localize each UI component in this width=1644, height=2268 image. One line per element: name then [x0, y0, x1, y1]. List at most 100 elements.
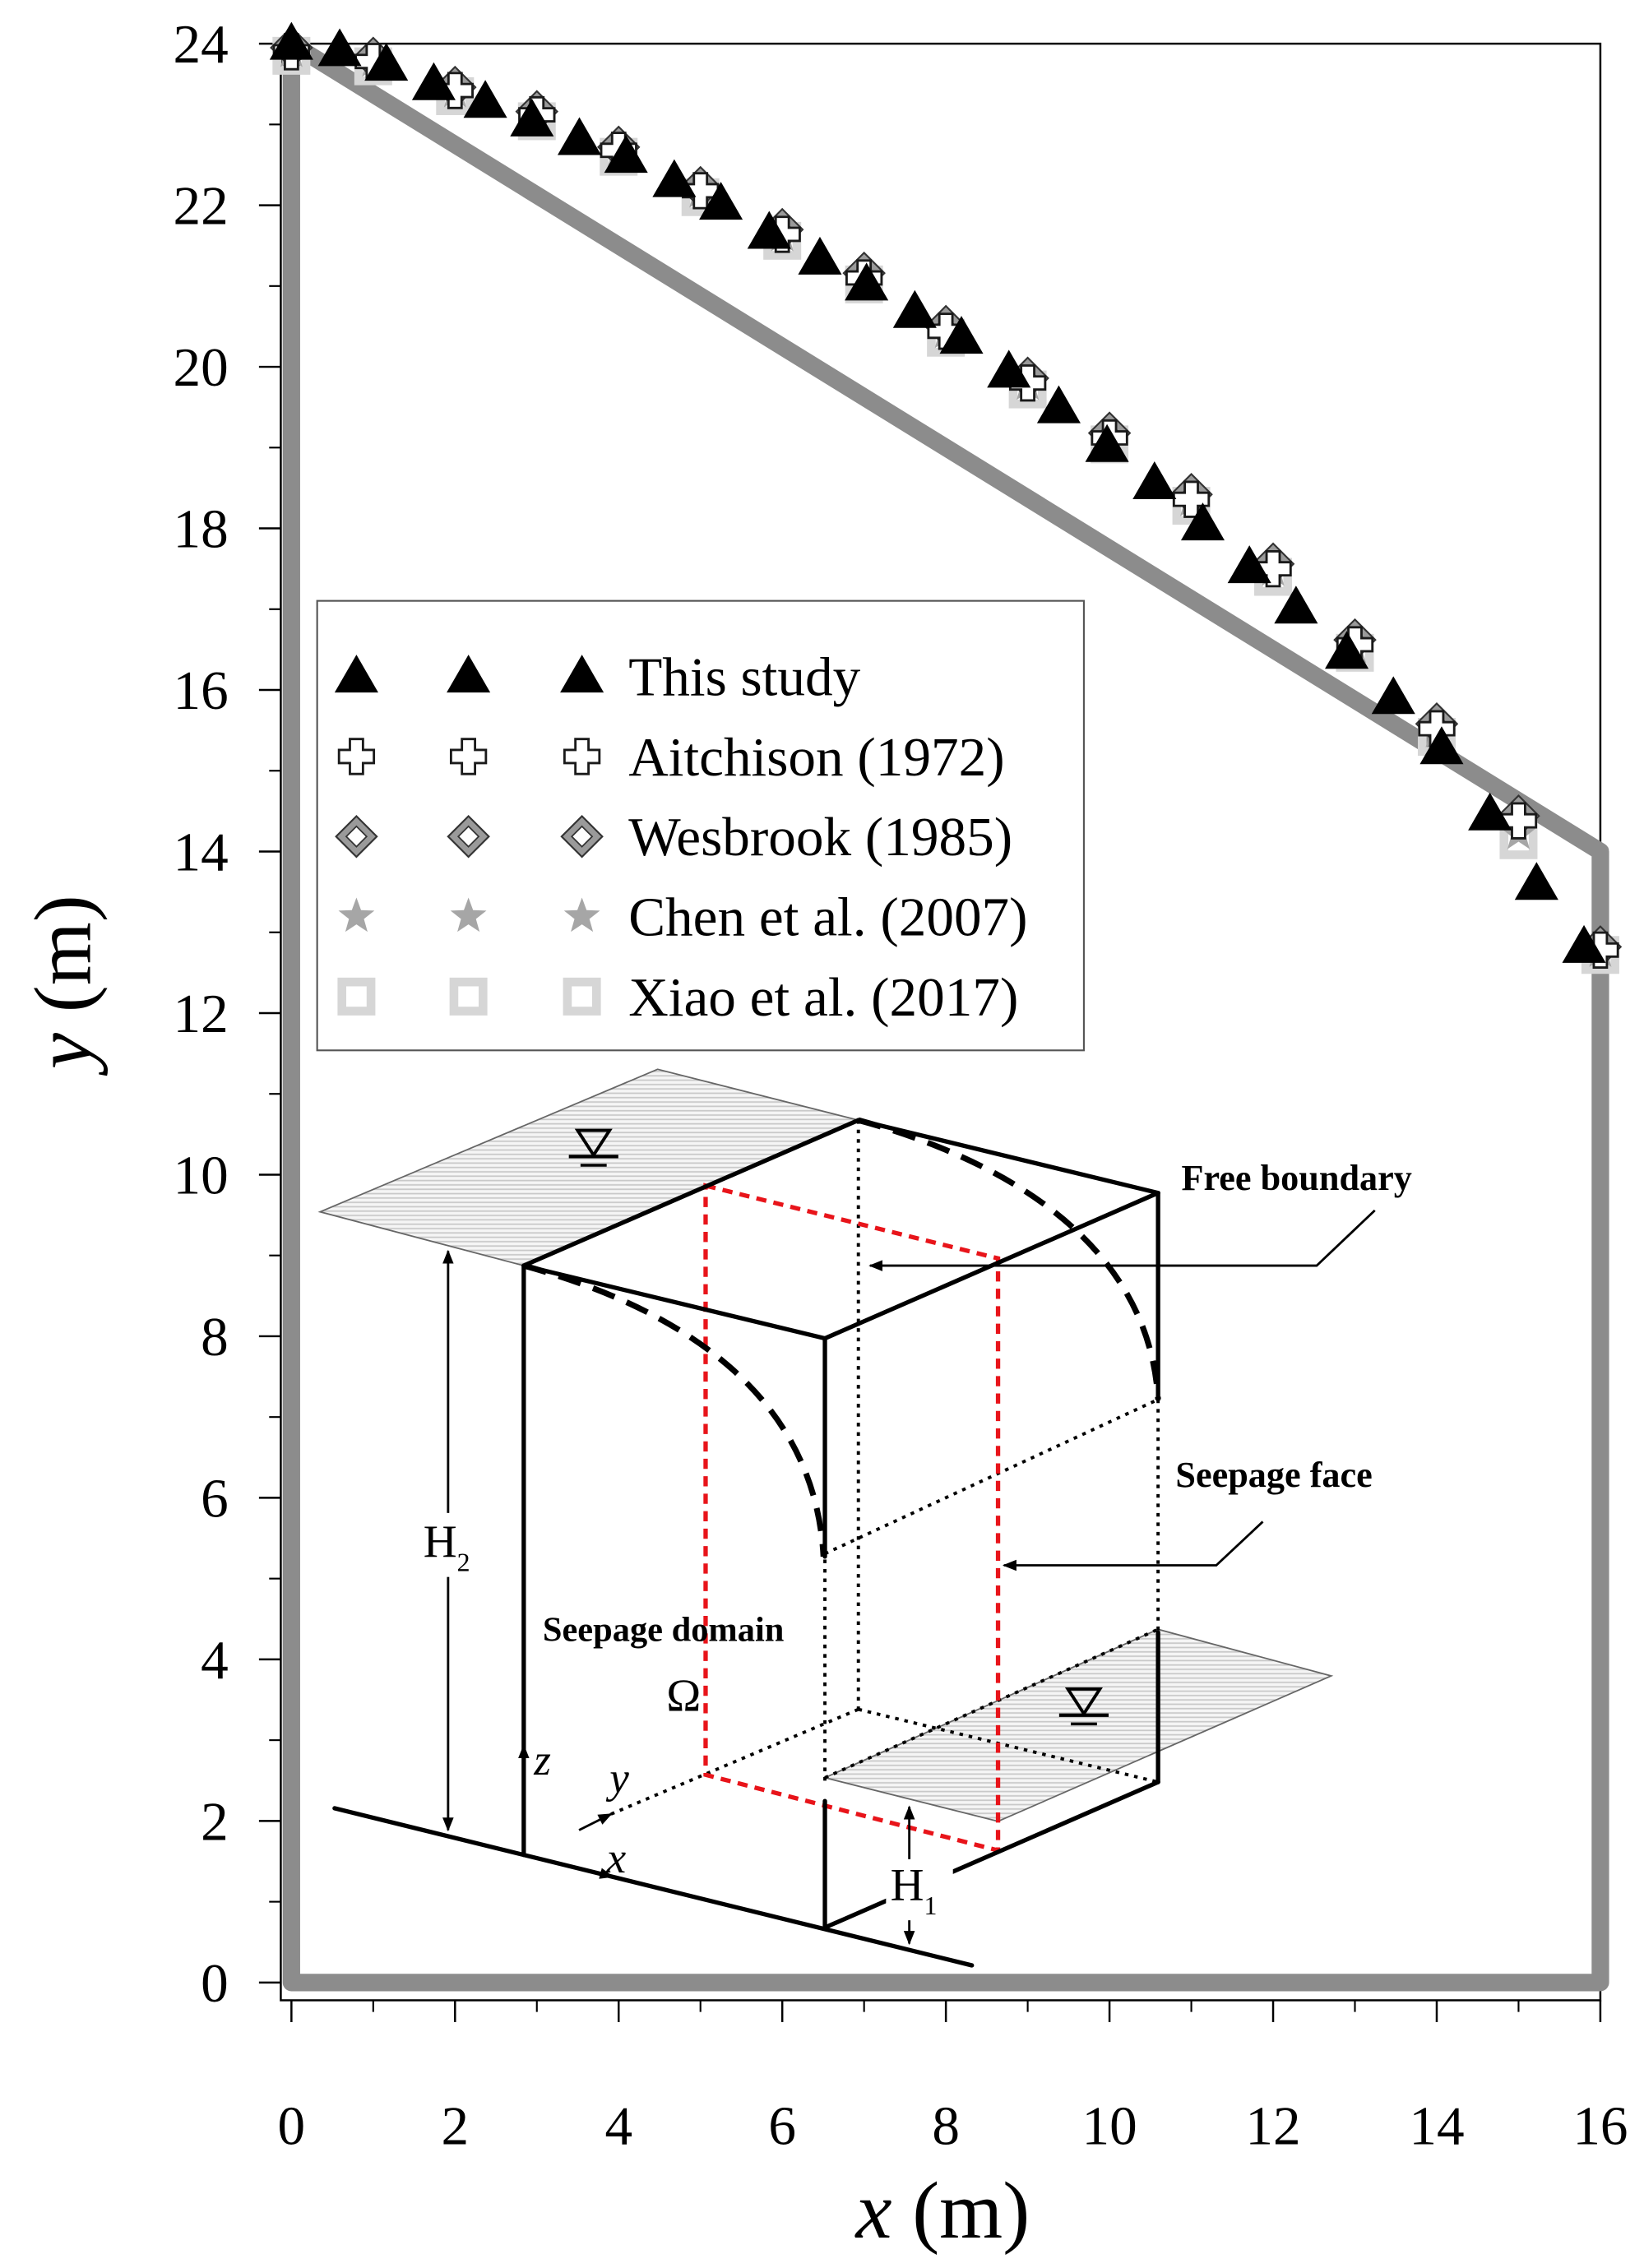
square-marker-shape — [449, 977, 488, 1016]
data-point — [463, 80, 507, 118]
triangle-marker-shape — [334, 655, 378, 693]
triangle-marker-shape — [1036, 385, 1081, 424]
y-tick-label: 6 — [201, 1467, 229, 1529]
x-axis-arrow — [578, 1867, 614, 1879]
triangle-marker-shape — [939, 316, 984, 354]
legend-marker — [560, 655, 604, 693]
data-point — [652, 159, 697, 197]
ground-line — [332, 1806, 975, 1968]
triangle-marker-shape — [510, 98, 554, 137]
h2-subscript: 2 — [457, 1548, 470, 1577]
water-level-icon — [1058, 1687, 1109, 1726]
triangle-marker-shape — [1132, 461, 1177, 499]
star-marker-shape — [450, 897, 487, 933]
z-axis-letter: z — [533, 1737, 551, 1784]
y-tick-label: 4 — [201, 1629, 229, 1691]
triangle-marker-shape — [1371, 676, 1415, 715]
x-tick-label: 0 — [278, 2095, 306, 2157]
triangle-marker-shape — [1325, 631, 1369, 669]
y-axis-symbol: y — [19, 1032, 109, 1076]
legend-marker — [449, 738, 488, 775]
triangle-marker-shape — [892, 289, 937, 328]
triangle-marker-shape — [269, 21, 313, 60]
data-point — [1468, 792, 1512, 831]
legend: This study Aitchison (1972) Wesbrook (19… — [316, 599, 1085, 1052]
data-point — [939, 316, 984, 354]
data-markers — [269, 21, 1623, 974]
x-tick-label: 2 — [441, 2095, 469, 2157]
h1-subscript: 1 — [924, 1891, 938, 1920]
triangle-marker-shape — [447, 655, 491, 693]
h2-label: H2 — [424, 1516, 470, 1577]
x-tick-label: 10 — [1081, 2095, 1137, 2157]
legend-marker — [450, 897, 487, 933]
y-axis-arrow — [578, 1812, 613, 1831]
legend-marker — [563, 738, 601, 775]
y-tick-label: 8 — [201, 1306, 229, 1368]
x-axis-label: x(m) — [854, 2166, 1030, 2256]
square-marker-shape — [563, 977, 601, 1016]
data-point — [510, 98, 554, 137]
legend-label: Chen et al. (2007) — [628, 886, 1027, 948]
legend-label: Xiao et al. (2017) — [628, 966, 1018, 1028]
y-tick-label: 16 — [174, 660, 229, 721]
cross-marker-shape — [563, 738, 601, 775]
triangle-marker-shape — [463, 80, 507, 118]
data-point — [845, 262, 889, 301]
free-boundary-label: Free boundary — [1181, 1158, 1411, 1198]
y-axis-letter: y — [605, 1754, 629, 1802]
diamond-marker-inner — [456, 825, 480, 848]
triangle-marker-shape — [1419, 726, 1464, 765]
y-tick-label: 12 — [174, 983, 229, 1044]
data-point — [987, 349, 1031, 388]
triangle-marker-shape — [1468, 792, 1512, 831]
x-tick-label: 4 — [604, 2095, 632, 2157]
x-axis-unit: (m) — [912, 2166, 1030, 2256]
hidden-edges — [610, 1120, 1160, 1816]
triangle-marker-shape — [364, 43, 409, 81]
x-tick-label: 16 — [1572, 2095, 1628, 2157]
data-point — [604, 135, 648, 174]
y-tick-label: 2 — [201, 1790, 229, 1852]
water-level-icon — [568, 1128, 618, 1167]
data-point — [1325, 631, 1369, 669]
triangle-marker-shape — [1274, 586, 1318, 624]
triangle-marker-shape — [1180, 502, 1225, 541]
data-point — [1419, 726, 1464, 765]
free-surface-curve-far — [857, 1117, 1161, 1400]
triangle-marker-shape — [1514, 862, 1558, 900]
y-tick-label: 18 — [174, 498, 229, 560]
data-point — [1274, 586, 1318, 624]
data-point — [1227, 545, 1271, 584]
triangle-marker-shape — [411, 62, 456, 100]
legend-marker — [563, 897, 600, 933]
dam-boundary-line — [282, 35, 1609, 1992]
legend-markers — [334, 655, 604, 1016]
triangle-marker-shape — [557, 117, 602, 155]
triangle-marker-shape — [699, 182, 743, 220]
free-boundary-leader — [868, 1209, 1376, 1271]
y-tick-label: 24 — [174, 13, 229, 75]
x-tick-label: 6 — [768, 2095, 796, 2157]
legend-box — [316, 599, 1085, 1052]
data-point — [1514, 862, 1558, 900]
seepage-diagram: Free boundary Seepage face Seepage domai… — [317, 1068, 1412, 1968]
data-point — [1562, 924, 1606, 963]
cross-marker-shape — [337, 738, 376, 775]
data-point — [1180, 502, 1225, 541]
data-point — [699, 182, 743, 220]
boundary-layer — [282, 35, 1609, 1992]
legend-marker — [447, 814, 490, 859]
data-point — [1132, 461, 1177, 499]
data-point — [411, 62, 456, 100]
y-tick-label: 10 — [174, 1144, 229, 1206]
seepage-domain-label: Seepage domain — [543, 1611, 785, 1650]
triangle-marker-shape — [604, 135, 648, 174]
x-tick-label: 8 — [932, 2095, 960, 2157]
triangle-marker-shape — [1085, 424, 1129, 462]
legend-marker — [447, 655, 491, 693]
data-point — [747, 211, 791, 249]
legend-marker — [337, 977, 376, 1016]
y-axis-label: y(m) — [19, 895, 109, 1076]
seepage-face-leader — [1002, 1520, 1264, 1571]
